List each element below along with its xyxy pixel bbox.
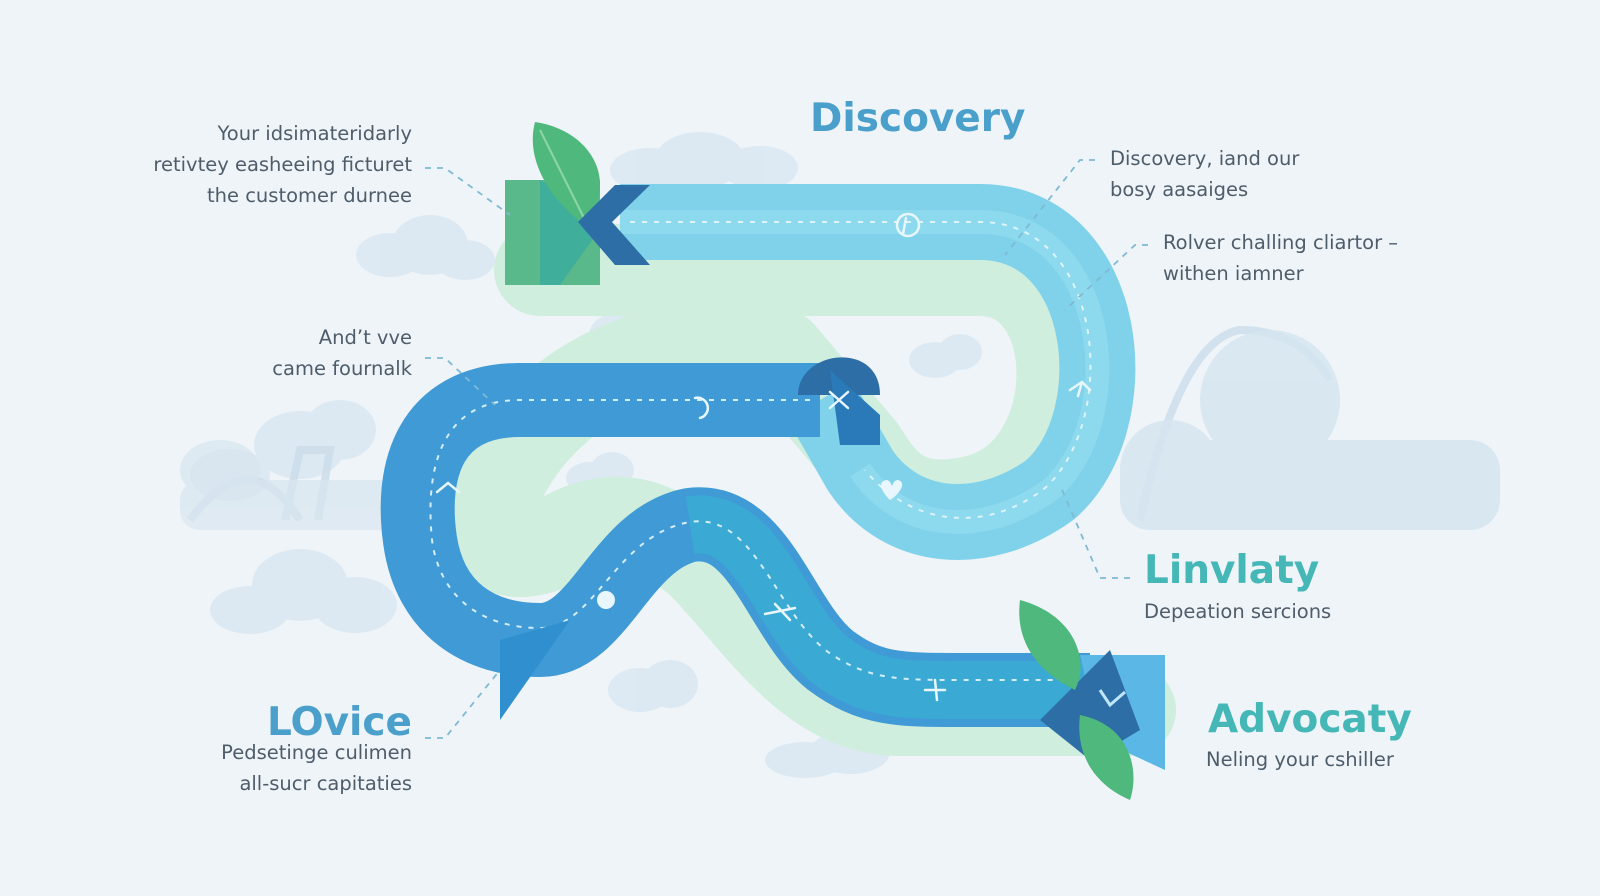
annotation-roller-note: Rolver challing cliartor – withen iamner xyxy=(1163,227,1463,289)
start-marker xyxy=(505,122,650,285)
stage-title-loyalty: Linvlaty xyxy=(1144,548,1319,594)
stage-description-loyalty: Depeation sercions xyxy=(1144,596,1404,627)
stage-title-advocacy: Advocaty xyxy=(1208,697,1412,743)
cloud-left-bottom xyxy=(210,549,397,634)
connector-intro xyxy=(425,168,510,215)
stage-description-advocacy: Neling your cshiller xyxy=(1206,744,1466,775)
annotation-intro: Your idsimateridarly retivtey easheeing … xyxy=(82,118,412,211)
cloud-top-center xyxy=(610,132,798,192)
dot-icon xyxy=(597,591,615,609)
annotation-discovery-note: Discovery, iand our bosy aasaiges xyxy=(1110,143,1370,205)
stage-title-discovery: Discovery xyxy=(810,96,1025,142)
cloud-left-top xyxy=(356,215,495,280)
annotation-andwe-note: And’t vve came fournalk xyxy=(192,322,412,384)
stage-description-lovice: Pedsetinge culimen all-sucr capitaties xyxy=(152,737,412,799)
background-skyline-right xyxy=(1120,330,1500,530)
connector-lovice xyxy=(425,670,500,738)
